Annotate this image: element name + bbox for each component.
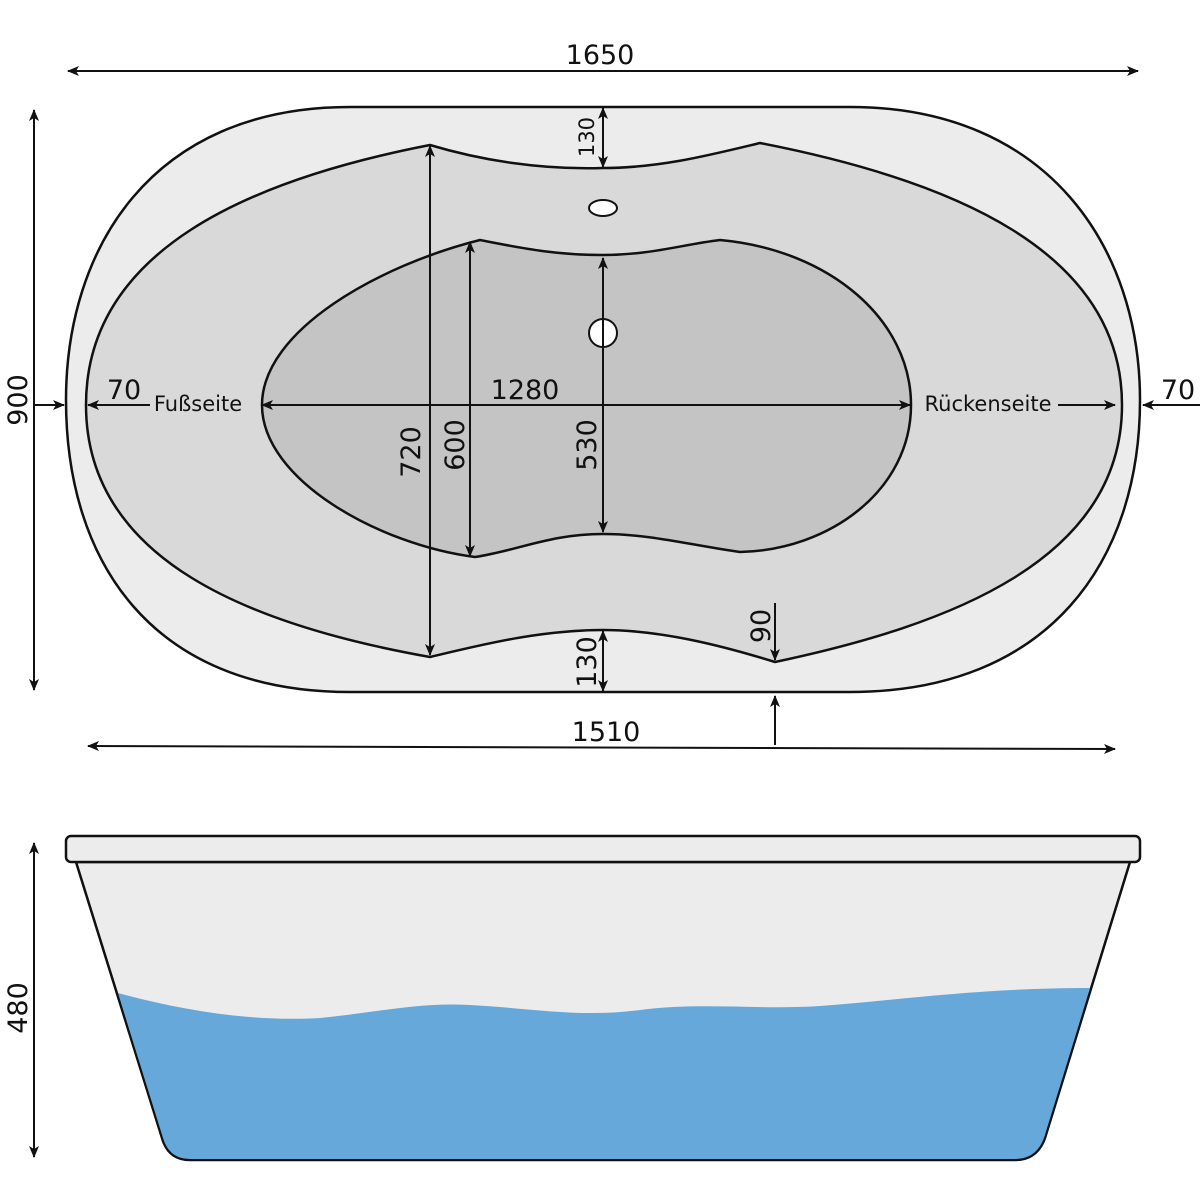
dim-rim-left: 70 [107,375,141,406]
dim-overall-length: 1650 [566,40,635,71]
water-fill [118,988,1090,1159]
dim-height: 480 [3,982,34,1034]
side-tub-walls [75,861,1131,1161]
side-tub-rim [64,834,1142,864]
dim-rim-bottom: 130 [572,636,603,688]
dim-rim-top: 130 [575,117,599,157]
dim-floor-width-max: 600 [440,419,471,471]
dim-overall-width: 900 [3,374,34,426]
dim-headrest-depth: 90 [746,609,777,643]
dim-inner-width: 720 [396,426,427,478]
dim-bottom-length: 1510 [572,717,641,748]
dim-floor-length: 1280 [491,375,560,406]
overflow-icon [588,199,618,217]
dim-rim-right: 70 [1161,375,1195,406]
dim-floor-width-center: 530 [572,419,603,471]
tub-floor-outline [260,238,913,559]
back-side-label: Rückenseite [925,392,1052,416]
dim-line-bottom-length [87,741,1116,754]
foot-side-label: Fußseite [154,392,242,416]
